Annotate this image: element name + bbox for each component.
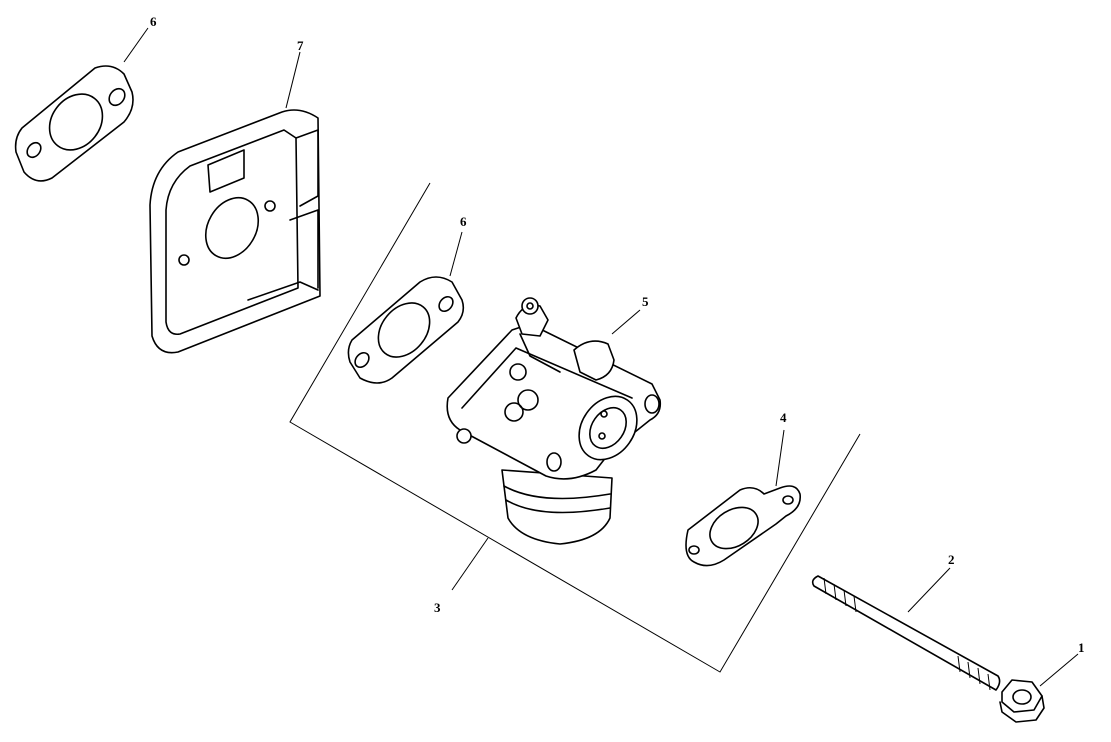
leader-6a bbox=[123, 27, 149, 63]
leader-2 bbox=[907, 567, 951, 613]
callout-5: 5 bbox=[642, 294, 649, 309]
part-7-plate bbox=[149, 109, 321, 354]
part-2-stud bbox=[811, 575, 1001, 691]
part-4-gasket bbox=[685, 485, 802, 567]
callout-6-mid: 6 bbox=[460, 214, 467, 229]
callout-1: 1 bbox=[1078, 640, 1085, 655]
group-3-bracket bbox=[289, 182, 861, 673]
callout-7: 7 bbox=[297, 38, 304, 53]
part-6-gasket-top bbox=[14, 65, 134, 182]
callout-6-top: 6 bbox=[150, 14, 157, 29]
leader-5 bbox=[611, 309, 641, 335]
leader-3 bbox=[451, 537, 489, 591]
callout-4: 4 bbox=[780, 410, 787, 425]
leader-4 bbox=[775, 429, 785, 487]
leader-6b bbox=[449, 231, 463, 277]
callout-3: 3 bbox=[434, 600, 441, 615]
part-5-carburetor bbox=[446, 297, 662, 545]
leader-1 bbox=[1039, 653, 1079, 687]
part-1-nut bbox=[999, 679, 1045, 723]
callout-2: 2 bbox=[948, 552, 955, 567]
leader-7 bbox=[285, 51, 301, 109]
part-6-gasket-mid bbox=[347, 276, 465, 384]
